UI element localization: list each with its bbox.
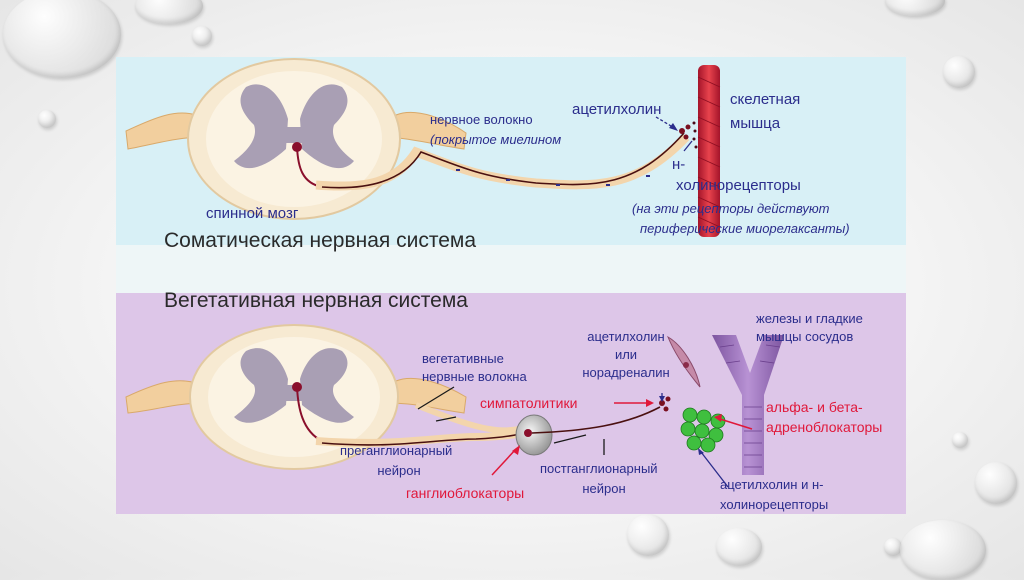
glands-label-1: железы и гладкие xyxy=(756,311,863,326)
blood-vessel xyxy=(712,335,784,475)
postgang-label-2: нейрон xyxy=(582,481,626,496)
water-drop-decoration xyxy=(884,538,902,556)
gland-cluster xyxy=(680,407,726,453)
spinal-cord-label: спинной мозг xyxy=(206,205,299,222)
diagram-slide: спинной мозг нервное волокно (покрытое м… xyxy=(116,57,906,514)
n-prefix-label: н- xyxy=(672,156,686,173)
receptor-note-2: периферические миорелаксанты) xyxy=(640,221,850,236)
skeletal-muscle xyxy=(697,65,721,237)
ganglioblockers-label: ганглиоблокаторы xyxy=(406,485,525,501)
veg-fibers-label-1: вегетативные xyxy=(422,351,504,366)
water-drop-decoration xyxy=(192,26,212,46)
pregang-label-2: нейрон xyxy=(377,463,421,478)
ganglion xyxy=(515,414,553,456)
alpha-beta-label-1: альфа- и бета- xyxy=(766,399,863,415)
diagram-drawing xyxy=(125,58,784,488)
veg-fibers-label-2: нервные волокна xyxy=(422,369,527,384)
acetyl-or-label-3: норадреналин xyxy=(582,365,670,380)
sympatholytics-label: симпатолитики xyxy=(480,395,578,411)
somatic-nerve-fiber xyxy=(315,133,690,191)
cholinoreceptors-label: холинорецепторы xyxy=(676,177,801,194)
receptor-note-1: (на эти рецепторы действуют xyxy=(632,201,830,216)
skeletal-muscle-label-2: мышца xyxy=(730,115,781,132)
water-drop-decoration xyxy=(627,514,669,556)
acetyl-n-label-2: холинорецепторы xyxy=(720,497,829,512)
water-drop-decoration xyxy=(943,56,975,88)
water-drop-decoration xyxy=(135,0,203,24)
acetyl-n-label-1: ацетилхолин и н- xyxy=(720,477,824,492)
water-drop-decoration xyxy=(900,520,986,580)
panel-divider xyxy=(116,245,906,293)
water-drop-decoration xyxy=(885,0,945,16)
acetyl-or-label-2: или xyxy=(614,347,638,362)
autonomic-title: Вегетативная нервная система xyxy=(164,289,468,312)
spinal-cord-bottom xyxy=(125,324,467,470)
water-drop-decoration xyxy=(975,462,1017,504)
water-drop-decoration xyxy=(716,528,762,566)
skeletal-muscle-label-1: скелетная xyxy=(730,91,801,108)
water-drop-decoration xyxy=(38,110,56,128)
acetyl-or-label-1: ацетилхолин xyxy=(587,329,665,344)
water-drop-decoration xyxy=(952,432,968,448)
glands-label-2: мышцы сосудов xyxy=(756,329,854,344)
somatic-title: Соматическая нервная система xyxy=(164,229,477,252)
postgang-label-1: постганглионарный xyxy=(540,461,658,476)
myelin-note-label: (покрытое миелином xyxy=(430,132,562,147)
smooth-muscle-cell xyxy=(667,335,701,388)
water-drop-decoration xyxy=(3,0,121,78)
spinal-cord-top xyxy=(125,58,467,220)
nerve-fiber-label: нервное волокно xyxy=(430,112,533,127)
pregang-label-1: преганглионарный xyxy=(340,443,453,458)
acetylcholine-label: ацетилхолин xyxy=(572,101,662,118)
alpha-beta-label-2: адреноблокаторы xyxy=(766,419,883,435)
